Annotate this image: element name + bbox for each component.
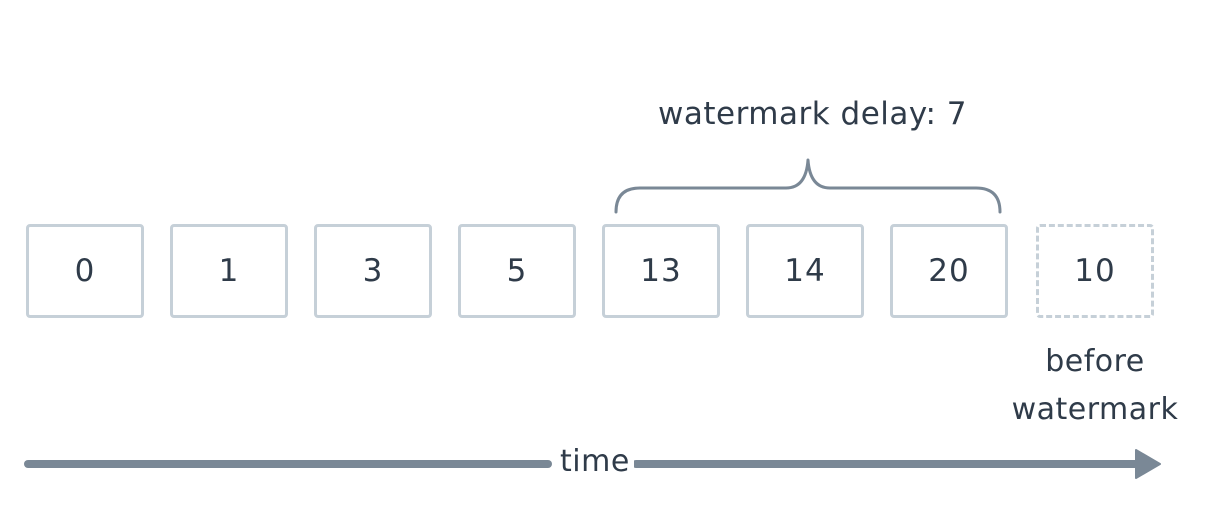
event-box: 20 [890, 224, 1008, 318]
watermark-delay-label: watermark delay: 7 [658, 96, 967, 132]
event-box: 14 [746, 224, 864, 318]
event-box: 13 [602, 224, 720, 318]
event-box: 0 [26, 224, 144, 318]
event-box: 3 [314, 224, 432, 318]
event-box: 5 [458, 224, 576, 318]
late-event-box: 10 [1036, 224, 1154, 318]
event-box: 1 [170, 224, 288, 318]
watermark-delay-brace [614, 158, 1002, 214]
before-watermark-label: before watermark [1011, 344, 1179, 427]
time-axis-arrowhead [1135, 449, 1161, 479]
time-axis-label: time [556, 444, 634, 479]
